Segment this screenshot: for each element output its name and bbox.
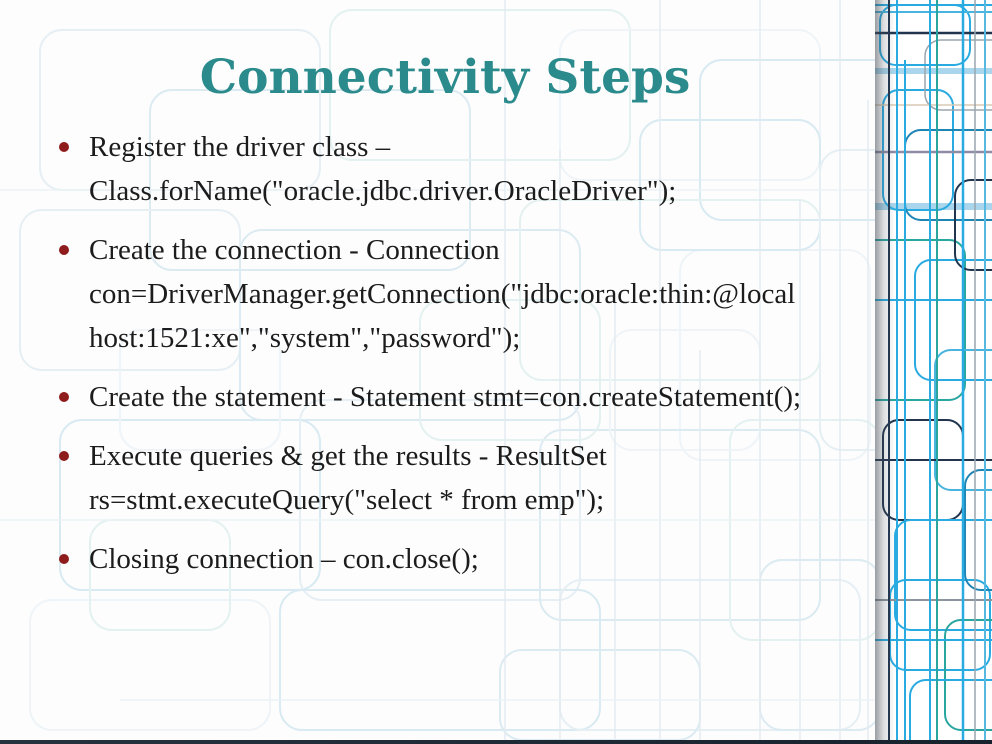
bullet-dot — [59, 392, 69, 402]
bullet-text: Execute queries & get the results - Resu… — [89, 440, 607, 516]
bullet-dot — [59, 142, 69, 152]
list-item: Execute queries & get the results - Resu… — [56, 434, 806, 522]
bullet-dot — [59, 245, 69, 255]
bullet-dot — [59, 451, 69, 461]
list-item: Closing connection – con.close(); — [56, 537, 806, 581]
bullet-list: Register the driver class – Class.forNam… — [56, 125, 806, 581]
strip-shadow — [875, 0, 895, 744]
bullet-text: Closing connection – con.close(); — [89, 543, 479, 575]
slide-content: Connectivity Steps Register the driver c… — [56, 50, 806, 581]
bullet-text: Register the driver class – Class.forNam… — [89, 131, 677, 207]
bullet-dot — [59, 554, 69, 564]
list-item: Create the statement - Statement stmt=co… — [56, 375, 806, 419]
right-decor-strip — [875, 0, 992, 744]
bottom-bar — [0, 740, 992, 744]
page-title: Connectivity Steps — [199, 50, 691, 105]
list-item: Create the connection - Connection con=D… — [56, 228, 806, 360]
bullet-text: Create the connection - Connection con=D… — [89, 234, 796, 354]
bullet-text: Create the statement - Statement stmt=co… — [89, 381, 802, 413]
list-item: Register the driver class – Class.forNam… — [56, 125, 806, 213]
